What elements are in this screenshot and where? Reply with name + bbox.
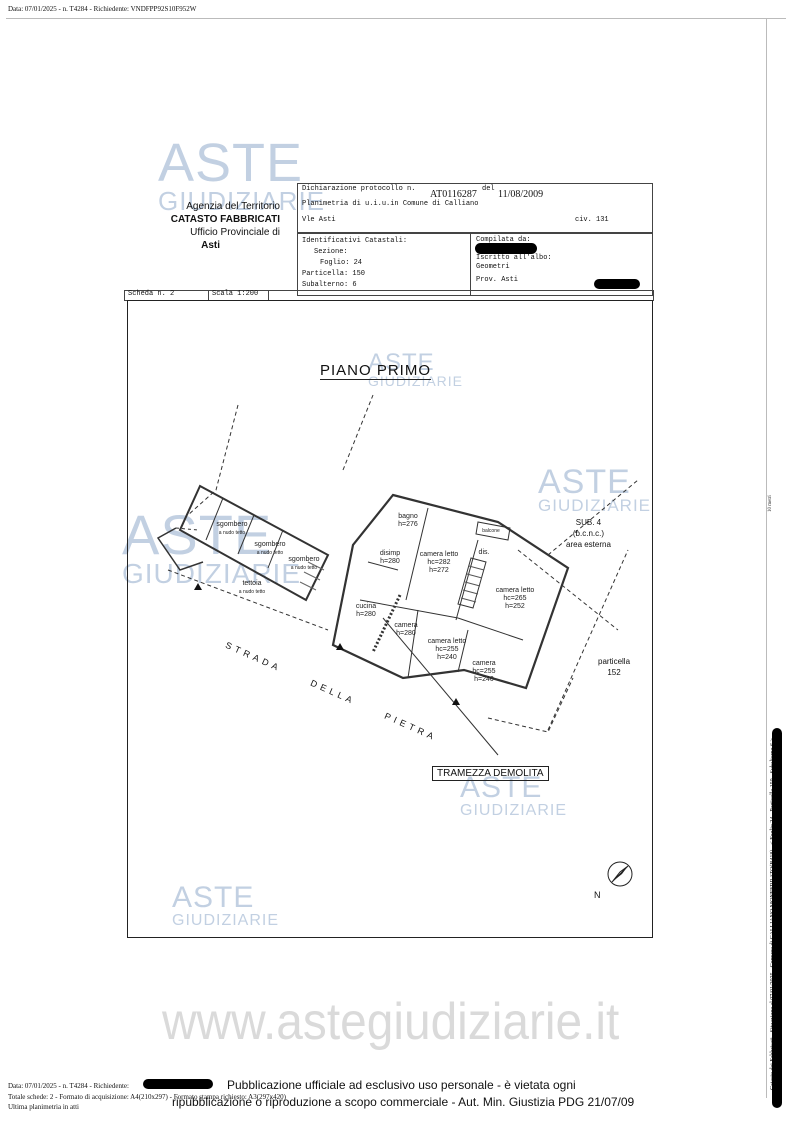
- property-boundary-line: [517, 549, 619, 631]
- watermark-logo: ASTE GIUDIZIARIE: [172, 881, 280, 929]
- property-boundary-line: [167, 569, 329, 631]
- floor-title: PIANO PRIMO: [320, 362, 432, 380]
- plan-frame: [127, 300, 653, 938]
- staircase: [457, 557, 487, 609]
- room-label: balcone: [482, 528, 500, 534]
- address: Vle Asti: [302, 216, 336, 224]
- redaction-compiler: [475, 243, 537, 254]
- redaction-side: [772, 728, 782, 1108]
- tettoia-outline: [156, 527, 204, 571]
- internal-wall: [205, 497, 224, 541]
- property-boundary-line: [547, 479, 639, 556]
- demolished-partition: [371, 594, 402, 653]
- frame-right: [766, 18, 767, 1098]
- internal-wall: [457, 629, 469, 673]
- room-label: dis.: [478, 549, 490, 556]
- frame-top: [6, 18, 786, 19]
- internal-wall: [455, 539, 479, 621]
- scale: Scala 1:200: [212, 290, 259, 298]
- particella-label: particella 152: [598, 657, 631, 677]
- publication-notice-2: ripubblicazione o riproduzione a scopo c…: [172, 1095, 635, 1109]
- property-boundary-line: [342, 394, 374, 471]
- agency-block: Agenzia del Territorio CATASTO FABBRICAT…: [170, 201, 280, 251]
- footer-request-line: Data: 07/01/2025 - n. T4284 - Richiedent…: [8, 1082, 129, 1090]
- balcony: [475, 521, 511, 541]
- redaction-id: [594, 279, 640, 289]
- internal-wall: [367, 561, 399, 571]
- identifiers-list: Identificativi Catastali: Sezione: Fogli…: [302, 237, 408, 289]
- north-label: N: [594, 890, 601, 900]
- property-boundary-line: [487, 677, 574, 733]
- demolished-partition-label: TRAMEZZA DEMOLITA: [432, 766, 549, 781]
- civic-number: civ. 131: [575, 216, 609, 224]
- outbuilding-walls: [178, 484, 330, 602]
- stair-steps: [460, 565, 485, 603]
- declaration-date: 11/08/2009: [498, 189, 544, 200]
- north-arrow: [607, 861, 633, 887]
- compiler-block: Compilata da: Iscritto all'albo: Geometr…: [476, 236, 552, 284]
- redaction-footer: [143, 1079, 213, 1089]
- entrance-marker: [194, 583, 202, 590]
- footer-last-plan: Ultima planimetria in atti: [8, 1103, 79, 1111]
- protocol-number: AT0116287: [430, 189, 477, 200]
- internal-wall: [457, 617, 524, 641]
- internal-wall: [405, 507, 429, 601]
- entrance-marker: [452, 698, 460, 705]
- property-boundary-line: [175, 527, 199, 531]
- internal-wall: [359, 599, 459, 619]
- property-boundary-line: [547, 549, 629, 731]
- scheda-divider: [268, 290, 269, 300]
- scheda-divider: [208, 290, 209, 300]
- declaration-label: Dichiarazione protocollo n.: [302, 185, 416, 193]
- publication-notice-1: Pubblicazione ufficiale ad esclusivo uso…: [227, 1078, 576, 1092]
- sub4-label: SUB. 4 (b.c.n.c.) area esterna: [566, 518, 611, 549]
- watermark-logo: ASTE GIUDIZIARIE: [158, 133, 326, 217]
- identifiers-box: [297, 233, 653, 296]
- house-walls: [331, 493, 570, 690]
- watermark-url: www.astegiudiziarie.it: [162, 993, 620, 1051]
- scheda-number: Scheda n. 2: [128, 290, 175, 298]
- floor-plan-drawing: [156, 394, 639, 887]
- hatch: [299, 561, 325, 591]
- internal-wall: [267, 529, 284, 569]
- declaration-box: [297, 183, 653, 233]
- internal-wall: [407, 609, 419, 679]
- footer-format-line: Totale schede: 2 - Formato di acquisizio…: [8, 1093, 286, 1101]
- identifiers-divider: [470, 233, 471, 295]
- side-scale-text: 10 metri: [768, 495, 773, 512]
- property-boundary-line: [187, 404, 239, 516]
- top-request-line: Data: 07/01/2025 - n. T4284 - Richiedent…: [8, 5, 197, 13]
- leader-line: [382, 617, 499, 756]
- watermark-logo: ASTE GIUDIZIARIE: [538, 463, 652, 516]
- entrance-marker: [336, 643, 344, 650]
- watermark-logo: ASTE GIUDIZIARIE: [368, 349, 464, 389]
- internal-wall: [237, 514, 255, 555]
- watermark-logo: ASTE GIUDIZIARIE: [460, 771, 568, 819]
- planimetria-line: Planimetria di u.i.u.in Comune di Callia…: [302, 200, 479, 208]
- del-label: del: [482, 185, 495, 193]
